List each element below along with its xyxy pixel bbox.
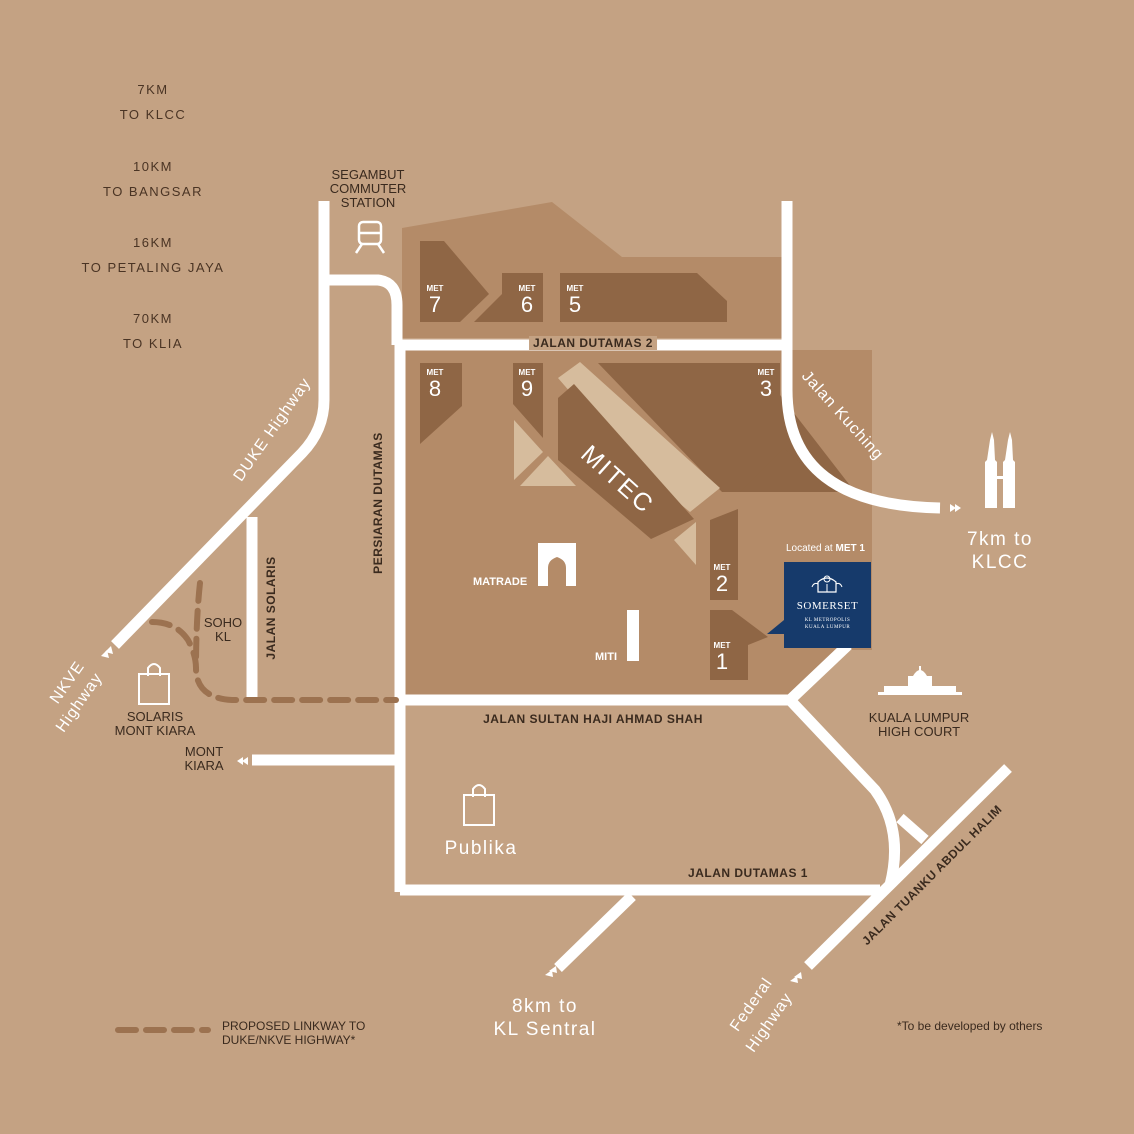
publika-label: Publika <box>444 838 518 859</box>
segambut-label-2: COMMUTER <box>329 181 407 196</box>
met1-building <box>710 610 768 680</box>
met7-tag: MET <box>426 284 444 293</box>
klcc-direction-label-1: 7km to <box>966 529 1034 550</box>
met5-tag: MET <box>566 284 584 293</box>
road-label-persiaran: PERSIARAN DUTAMAS <box>371 432 385 574</box>
met1-tag: MET <box>713 641 731 650</box>
high-court-road <box>786 696 900 887</box>
high-court-label-1: KUALA LUMPUR <box>868 710 970 725</box>
miti-label: MITI <box>595 651 617 663</box>
arrow-nkve-icon <box>101 646 113 658</box>
met8-number: 8 <box>428 376 442 401</box>
somerset-sub2: KUALA LUMPUR <box>804 625 851 630</box>
jalan-kuching-road <box>781 201 941 514</box>
arrow-sentral-icon <box>545 966 557 977</box>
mitec-outer-light <box>558 362 720 512</box>
soho-label-1: SOHO <box>203 615 243 630</box>
matrade-building <box>538 543 576 586</box>
miti-building <box>627 610 639 661</box>
distance-label-pj: TO PETALING JAYA <box>81 260 225 275</box>
sentral-direction-label-2: KL Sentral <box>493 1019 597 1040</box>
met9-tag: MET <box>518 368 536 377</box>
somerset-brand: SOMERSET <box>796 600 859 612</box>
met2-tag: MET <box>713 563 731 572</box>
distance-label-bangsar: TO BANGSAR <box>102 184 204 199</box>
distance-label-klcc: TO KLCC <box>119 107 187 122</box>
klcc-direction-label-2: KLCC <box>971 552 1029 573</box>
met6-building <box>474 273 543 322</box>
mitec-light-triangle-3 <box>674 522 696 565</box>
mitec-light-triangle-2 <box>520 456 576 486</box>
high-court-label-2: HIGH COURT <box>877 724 961 739</box>
sentral-direction-label-1: 8km to <box>511 996 579 1017</box>
met8-tag: MET <box>426 368 444 377</box>
road-label-sultan: JALAN SULTAN HAJI AHMAD SHAH <box>483 712 703 726</box>
mitec-light-triangle-1 <box>514 420 543 480</box>
segambut-label-3: STATION <box>340 195 396 210</box>
road-label-dutamas2: JALAN DUTAMAS 2 <box>529 336 657 350</box>
met8-building <box>420 363 462 444</box>
arrow-montkiara-icon <box>237 757 248 765</box>
kl-sentral-road <box>554 892 636 972</box>
shopping-bag-solaris-icon <box>138 663 170 705</box>
segambut-link-road <box>324 274 403 345</box>
mont-kiara-label-2: KIARA <box>184 758 224 773</box>
distance-km-bangsar: 10KM <box>133 159 173 174</box>
distance-km-pj: 16KM <box>133 235 173 250</box>
junction-road <box>786 641 852 704</box>
train-icon <box>354 220 386 254</box>
met9-number: 9 <box>520 376 534 401</box>
legend-linkway-label-2: DUKE/NKVE HIGHWAY* <box>222 1033 356 1047</box>
met6-tag: MET <box>518 284 536 293</box>
arrow-federal-icon <box>790 972 802 983</box>
jalan-tuanku-abdul-halim-road <box>804 764 1012 970</box>
met2-building <box>710 509 738 600</box>
shopping-bag-publika-icon <box>463 784 495 826</box>
duke-highway-road <box>111 201 330 649</box>
jalan-tuanku-link-road <box>896 813 929 845</box>
high-court-icon <box>878 666 962 695</box>
met5-number: 5 <box>568 292 582 317</box>
klcc-towers-icon <box>985 432 1015 508</box>
legend-note: *To be developed by others <box>897 1019 1043 1033</box>
somerset-sub1: KL METROPOLIS <box>804 618 851 623</box>
matrade-label: MATRADE <box>473 576 528 588</box>
road-label-solaris: JALAN SOLARIS <box>264 556 278 660</box>
met7-building <box>420 241 489 322</box>
mitec-building <box>558 384 694 539</box>
solaris-label-2: MONT KIARA <box>114 723 196 738</box>
road-label-dutamas1: JALAN DUTAMAS 1 <box>688 866 808 880</box>
segambut-label-1: SEGAMBUT <box>331 167 405 182</box>
distance-km-klcc: 7KM <box>137 82 169 97</box>
met5-building <box>560 273 727 322</box>
met3-number: 3 <box>759 376 773 401</box>
soho-label-2: KL <box>215 629 231 644</box>
distance-km-klia: 70KM <box>133 311 173 326</box>
located-at-label: Located at MET 1 <box>786 543 865 554</box>
somerset-crest-icon <box>811 575 843 593</box>
met1-number: 1 <box>715 649 729 674</box>
somerset-pointer <box>767 620 784 634</box>
met2-number: 2 <box>715 571 729 596</box>
legend-linkway-label-1: PROPOSED LINKWAY TO <box>222 1019 366 1033</box>
met9-building <box>513 363 543 438</box>
met3-annex <box>740 448 830 492</box>
solaris-label-1: SOLARIS <box>126 709 184 724</box>
mont-kiara-label-1: MONT <box>184 744 224 759</box>
located-at-prefix: Located at <box>786 543 836 554</box>
met3-tag: MET <box>757 368 775 377</box>
met7-number: 7 <box>428 292 442 317</box>
arrow-klcc-icon <box>950 504 961 512</box>
located-at-met: MET 1 <box>835 543 865 554</box>
proposed-linkway-path <box>149 580 399 703</box>
somerset-logo-box: SOMERSET KL METROPOLIS KUALA LUMPUR <box>784 562 871 648</box>
met6-number: 6 <box>520 292 534 317</box>
distance-label-klia: TO KLIA <box>122 336 184 351</box>
